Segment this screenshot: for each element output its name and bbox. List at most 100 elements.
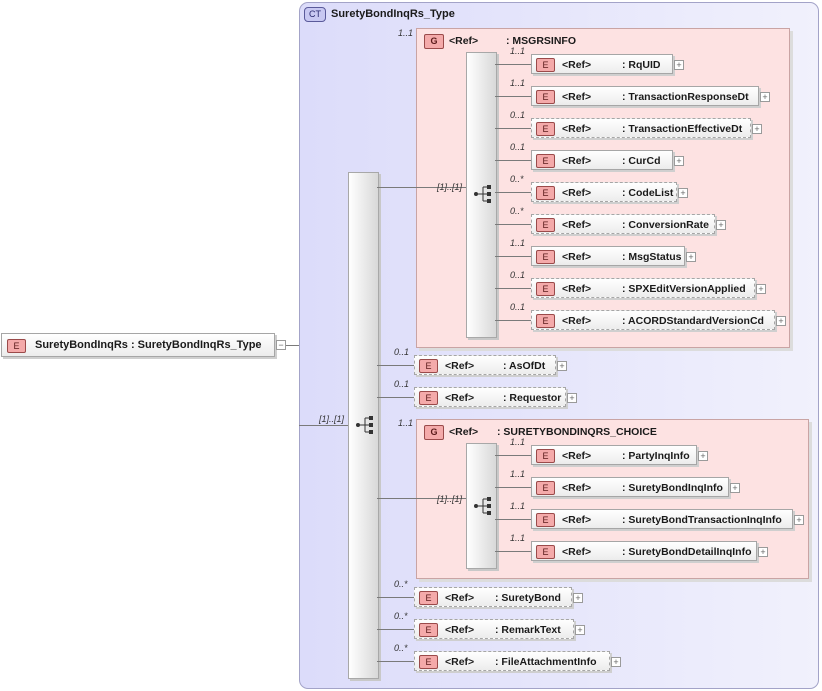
expand-toggle[interactable]: +: [698, 451, 708, 461]
element-node[interactable]: E<Ref>: RemarkText: [414, 619, 574, 639]
element-node[interactable]: E<Ref>: SuretyBondDetailInqInfo: [531, 541, 757, 561]
element-badge: E: [536, 513, 555, 527]
msgrsinfo-sequence-compositor[interactable]: [466, 52, 497, 338]
element-badge: E: [536, 186, 555, 200]
element-name: : RqUID: [622, 59, 661, 71]
expand-toggle[interactable]: +: [776, 316, 786, 326]
element-node[interactable]: E <Ref> : SuretyBondTransactionInqInfo: [531, 509, 793, 529]
expand-toggle[interactable]: +: [611, 657, 621, 667]
connector-line: [495, 160, 531, 161]
ref-label: <Ref>: [562, 450, 592, 462]
expand-toggle[interactable]: +: [557, 361, 567, 371]
element-name: : ConversionRate: [622, 219, 709, 231]
element-node[interactable]: E<Ref>: SuretyBond: [414, 587, 572, 607]
element-name: : ACORDStandardVersionCd: [622, 315, 764, 327]
element-node[interactable]: E<Ref>: AsOfDt: [414, 355, 556, 375]
connector-line: [495, 455, 531, 456]
ref-label: <Ref>: [449, 426, 479, 438]
element-badge: E: [419, 359, 438, 373]
element-cardinality: 0..*: [394, 611, 408, 621]
element-node[interactable]: E<Ref>: MsgStatus: [531, 246, 685, 266]
element-cardinality: 0..1: [394, 347, 410, 357]
connector-line: [377, 498, 416, 499]
element-cardinality: 1..1: [510, 78, 526, 88]
complex-type-title: SuretyBondInqRs_Type: [331, 8, 455, 20]
group-badge: G: [424, 34, 444, 49]
connector-line: [495, 288, 531, 289]
element-node[interactable]: E <Ref> : ConversionRate: [531, 214, 715, 234]
connector-line: [377, 629, 414, 630]
element-cardinality: 1..1: [510, 533, 526, 543]
element-badge: E: [536, 449, 555, 463]
expand-toggle[interactable]: +: [752, 124, 762, 134]
ref-label: <Ref>: [562, 91, 592, 103]
collapse-toggle[interactable]: −: [276, 340, 286, 350]
element-badge: E: [536, 218, 555, 232]
expand-toggle[interactable]: +: [794, 515, 804, 525]
ref-label: <Ref>: [449, 35, 479, 47]
element-badge: E: [419, 655, 438, 669]
expand-toggle[interactable]: +: [686, 252, 696, 262]
expand-toggle[interactable]: +: [730, 483, 740, 493]
element-badge: E: [536, 481, 555, 495]
ref-label: <Ref>: [562, 219, 592, 231]
element-cardinality: 0..*: [394, 579, 408, 589]
connector-line: [495, 128, 531, 129]
sequence-icon: [356, 416, 373, 434]
element-node[interactable]: E<Ref>: FileAttachmentInfo: [414, 651, 610, 671]
choice-group-header[interactable]: G <Ref> : SURETYBONDINQRS_CHOICE: [424, 422, 724, 442]
element-node[interactable]: E<Ref>: Requestor: [414, 387, 566, 407]
complex-type-badge: CT: [304, 7, 326, 22]
element-cardinality: 0..*: [510, 206, 524, 216]
inner-sequence-cardinality: [1]..[1]: [437, 494, 463, 504]
expand-toggle[interactable]: +: [678, 188, 688, 198]
expand-toggle[interactable]: +: [567, 393, 577, 403]
element-node[interactable]: E<Ref>: ACORDStandardVersionCd: [531, 310, 775, 330]
expand-toggle[interactable]: +: [758, 547, 768, 557]
expand-toggle[interactable]: +: [716, 220, 726, 230]
element-name: : SuretyBond: [495, 592, 561, 604]
element-node[interactable]: E<Ref>: CurCd: [531, 150, 673, 170]
ref-label: <Ref>: [445, 392, 475, 404]
element-name: : CodeList: [622, 187, 674, 199]
element-node[interactable]: E<Ref>: TransactionResponseDt: [531, 86, 759, 106]
element-node[interactable]: E<Ref>: SPXEditVersionApplied: [531, 278, 755, 298]
element-badge: E: [419, 391, 438, 405]
element-node[interactable]: E<Ref>: SuretyBondInqInfo: [531, 477, 729, 497]
connector-line: [299, 425, 349, 426]
msgrsinfo-group-header[interactable]: G <Ref> : MSGRSINFO: [424, 31, 674, 51]
connector-line: [495, 96, 531, 97]
expand-toggle[interactable]: +: [674, 60, 684, 70]
ref-label: <Ref>: [562, 514, 592, 526]
element-cardinality: 1..1: [510, 437, 526, 447]
group-cardinality: 1..1: [398, 418, 414, 428]
element-cardinality: 0..1: [394, 379, 410, 389]
expand-toggle[interactable]: +: [573, 593, 583, 603]
expand-toggle[interactable]: +: [575, 625, 585, 635]
root-element[interactable]: E SuretyBondInqRs : SuretyBondInqRs_Type: [1, 333, 275, 357]
element-name: : SuretyBondTransactionInqInfo: [622, 514, 782, 526]
ref-label: <Ref>: [562, 283, 592, 295]
ref-label: <Ref>: [562, 315, 592, 327]
element-name: : RemarkText: [495, 624, 561, 636]
ref-label: <Ref>: [562, 482, 592, 494]
element-node[interactable]: E<Ref>: CodeList: [531, 182, 677, 202]
element-cardinality: 0..1: [510, 142, 526, 152]
expand-toggle[interactable]: +: [756, 284, 766, 294]
element-node[interactable]: E<Ref>: TransactionEffectiveDt: [531, 118, 751, 138]
ref-label: <Ref>: [445, 656, 475, 668]
element-name: : MsgStatus: [622, 251, 682, 263]
ref-label: <Ref>: [562, 123, 592, 135]
connector-line: [495, 320, 531, 321]
element-badge: E: [536, 545, 555, 559]
element-node[interactable]: E<Ref>: PartyInqInfo: [531, 445, 697, 465]
expand-toggle[interactable]: +: [674, 156, 684, 166]
ref-label: <Ref>: [562, 155, 592, 167]
element-node[interactable]: E<Ref>: RqUID: [531, 54, 673, 74]
ref-label: <Ref>: [562, 59, 592, 71]
element-name: : TransactionEffectiveDt: [622, 123, 743, 135]
element-cardinality: 1..1: [510, 46, 526, 56]
element-cardinality: 1..1: [510, 501, 526, 511]
element-cardinality: 0..1: [510, 270, 526, 280]
expand-toggle[interactable]: +: [760, 92, 770, 102]
